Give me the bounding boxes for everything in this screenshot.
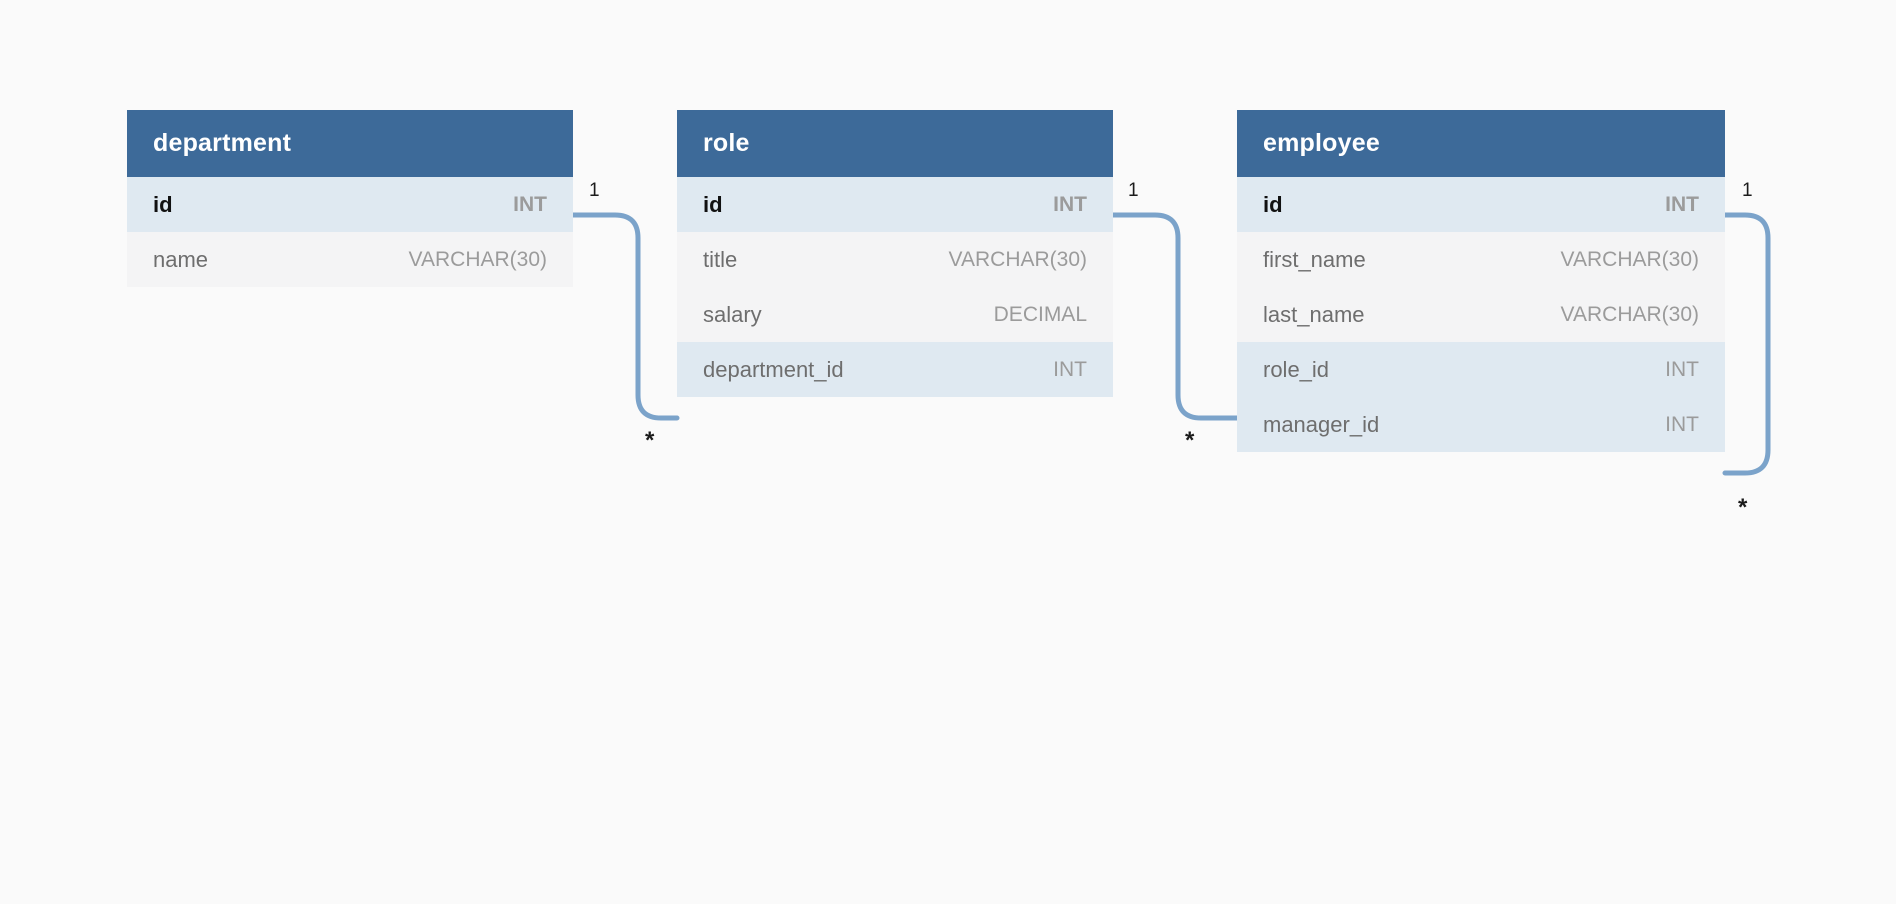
- column-name: manager_id: [1263, 411, 1380, 437]
- column-row[interactable]: department_id INT: [677, 342, 1113, 397]
- column-row[interactable]: title VARCHAR(30): [677, 232, 1113, 287]
- entity-title-department: department: [127, 110, 573, 177]
- column-row[interactable]: salary DECIMAL: [677, 287, 1113, 342]
- column-row[interactable]: manager_id INT: [1237, 397, 1725, 452]
- column-row[interactable]: id INT: [677, 177, 1113, 232]
- relationship-line-role-employee: [1110, 212, 1240, 421]
- relationship-line-department-role: [570, 212, 680, 421]
- column-type: INT: [1665, 192, 1699, 216]
- cardinality-one-role-employee: 1: [1128, 180, 1139, 201]
- column-name: name: [153, 246, 209, 272]
- column-name: department_id: [703, 356, 844, 382]
- column-name: title: [703, 246, 738, 272]
- column-type: INT: [513, 192, 547, 216]
- column-name: id: [703, 191, 723, 217]
- column-row[interactable]: id INT: [127, 177, 573, 232]
- column-name: salary: [703, 301, 762, 327]
- column-type: DECIMAL: [993, 302, 1087, 326]
- column-row[interactable]: role_id INT: [1237, 342, 1725, 397]
- cardinality-many-role-employee: *: [1185, 427, 1195, 454]
- column-type: VARCHAR(30): [948, 247, 1087, 271]
- entity-title-role: role: [677, 110, 1113, 177]
- column-type: INT: [1053, 192, 1087, 216]
- column-name: id: [1263, 191, 1283, 217]
- column-type: VARCHAR(30): [1560, 302, 1699, 326]
- cardinality-one-department-role: 1: [589, 180, 600, 201]
- column-type: VARCHAR(30): [408, 247, 547, 271]
- column-type: INT: [1665, 357, 1699, 381]
- entity-columns-department: id INT name VARCHAR(30): [127, 177, 573, 287]
- entity-table-department[interactable]: department id INT name VARCHAR(30): [127, 110, 573, 287]
- column-name: id: [153, 191, 173, 217]
- column-name: last_name: [1263, 301, 1365, 327]
- column-row[interactable]: name VARCHAR(30): [127, 232, 573, 287]
- column-name: role_id: [1263, 356, 1330, 382]
- column-type: VARCHAR(30): [1560, 247, 1699, 271]
- cardinality-many-employee-manager: *: [1738, 494, 1748, 521]
- column-type: INT: [1665, 412, 1699, 436]
- column-row[interactable]: last_name VARCHAR(30): [1237, 287, 1725, 342]
- relationship-line-employee-manager: [1722, 212, 1771, 476]
- column-type: INT: [1053, 357, 1087, 381]
- entity-title-employee: employee: [1237, 110, 1725, 177]
- column-row[interactable]: id INT: [1237, 177, 1725, 232]
- column-row[interactable]: first_name VARCHAR(30): [1237, 232, 1725, 287]
- column-name: first_name: [1263, 246, 1366, 272]
- cardinality-many-department-role: *: [645, 427, 655, 454]
- cardinality-one-employee-manager: 1: [1742, 180, 1753, 201]
